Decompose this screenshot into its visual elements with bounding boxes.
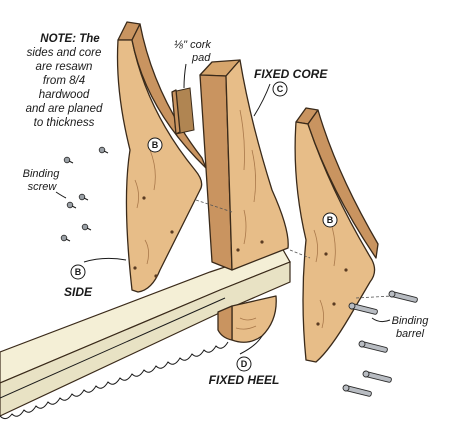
tag-side-right: B <box>322 212 338 228</box>
label-cork-pad-2: pad <box>191 52 211 64</box>
label-binding-barrel-1: Binding <box>392 315 430 327</box>
alignment-lines <box>195 199 393 299</box>
binding-barrel-icon <box>348 302 378 315</box>
note-line-4: from 8/4 <box>43 75 85 87</box>
label-fixed-core: FIXED CORE <box>254 67 328 81</box>
fixed-core <box>199 59 289 271</box>
svg-text:C: C <box>277 84 284 94</box>
svg-text:D: D <box>241 359 248 369</box>
label-fixed-heel: FIXED HEEL <box>209 373 280 387</box>
fixed-heel <box>217 295 277 343</box>
tag-side-callout: B <box>70 264 86 280</box>
tag-side-left: B <box>147 137 163 153</box>
binding-barrel-icon <box>358 340 388 353</box>
binding-screw-icon <box>81 223 92 231</box>
binding-barrel-icon <box>342 384 372 397</box>
binding-screw-icon <box>63 156 74 164</box>
label-binding-barrel-2: barrel <box>396 328 425 340</box>
binding-screw-icon <box>60 234 71 242</box>
tag-heel: D <box>236 356 252 372</box>
binding-screw-icon <box>66 201 77 209</box>
label-cork-pad-1: ⅛" cork <box>174 39 211 51</box>
tag-core: C <box>272 81 288 97</box>
binding-screw-icon <box>78 193 89 201</box>
note-line-2: sides and core <box>27 47 102 59</box>
svg-text:B: B <box>327 215 334 225</box>
note-line-5: hardwood <box>39 89 90 101</box>
binding-barrels <box>342 290 418 397</box>
binding-screws <box>60 146 109 242</box>
side-right <box>294 107 379 363</box>
binding-barrel-icon <box>362 370 392 383</box>
leader-lines <box>55 63 391 355</box>
svg-text:B: B <box>75 267 82 277</box>
label-binding-screw-2: screw <box>28 181 58 193</box>
note-block: NOTE: The sides and core are resawn from… <box>26 33 103 129</box>
note-line-3: are resawn <box>36 61 93 73</box>
side-left <box>116 21 207 293</box>
note-line-7: to thickness <box>34 117 95 129</box>
label-side: SIDE <box>64 285 93 299</box>
cork-pad <box>171 87 195 135</box>
label-binding-screw-1: Binding <box>23 168 61 180</box>
saw-bar <box>0 247 291 420</box>
svg-text:B: B <box>152 140 159 150</box>
binding-barrel-icon <box>388 290 418 303</box>
note-line-6: and are planed <box>26 103 103 115</box>
note-line-1: NOTE: The <box>40 33 100 45</box>
binding-screw-icon <box>98 146 109 154</box>
